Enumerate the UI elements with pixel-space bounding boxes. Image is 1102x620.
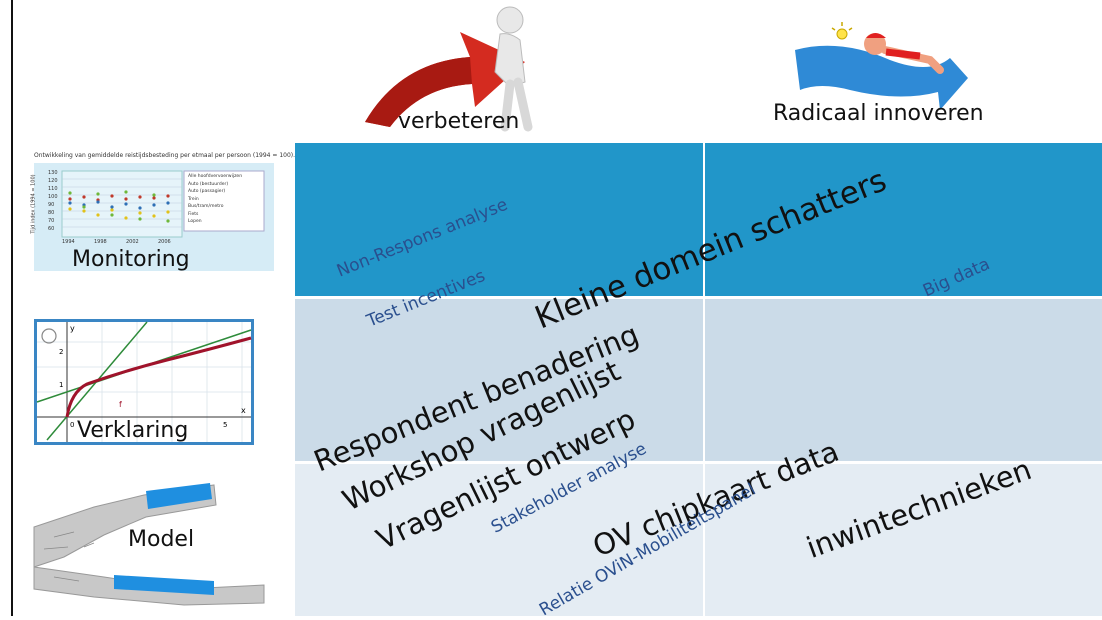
left-divider: [11, 0, 13, 616]
x-tick: 1994: [62, 239, 75, 245]
y-tick: 90: [48, 202, 55, 208]
column-header-verbeteren: verbeteren: [398, 109, 520, 134]
column-separator: [703, 143, 705, 616]
row-label-verklaring: Verklaring: [77, 418, 189, 443]
y-tick: 60: [48, 226, 55, 232]
y-tick: 80: [48, 210, 55, 216]
x-tick: 2002: [126, 239, 139, 245]
legend-item: Auto (passagier): [188, 189, 226, 194]
graph-curve-label: f: [119, 400, 122, 409]
y-tick: 100: [48, 194, 58, 200]
legend-item: Trein: [188, 196, 199, 202]
graph-tick-1: 1: [59, 381, 64, 389]
x-tick: 2006: [158, 239, 171, 245]
graph-tick-2: 2: [59, 348, 64, 356]
y-tick: 110: [48, 186, 58, 192]
legend-item: Auto (bestuurder): [188, 181, 229, 187]
legend-item: Lopen: [188, 219, 202, 224]
graph-tick-0: 0: [70, 421, 75, 429]
y-tick: 120: [48, 178, 58, 184]
column-header-radicaal-innoveren: Radicaal innoveren: [773, 101, 984, 126]
arrow-push-illustration: [360, 2, 560, 132]
verklaring-thumbnail: y x 2 1 0 5 f Verklaring: [34, 319, 254, 445]
row-label-monitoring: Monitoring: [72, 247, 190, 272]
legend-item: Alle hoofdvervoerwijzen: [188, 174, 243, 179]
row-separator-1: [295, 296, 1102, 299]
row-2-cell-right: [705, 299, 1102, 461]
row-1-cell-left: [295, 143, 703, 296]
row-label-model: Model: [128, 527, 195, 552]
monitoring-y-ticks: 130 120 110 100 90 80 70 60: [48, 169, 62, 233]
graph-tick-5: 5: [223, 421, 228, 429]
monitoring-y-axis-label: Tijd index (1994 = 100): [30, 174, 37, 234]
row-3-cell-left: [295, 464, 703, 616]
model-thumbnail: Model: [33, 477, 265, 607]
monitoring-thumbnail: 130 120 110 100 90 80 70 60 Tijd index (…: [30, 163, 274, 272]
swimmer-illustration: [790, 20, 970, 120]
row-separator-2: [295, 461, 1102, 464]
y-tick: 70: [48, 218, 55, 224]
legend-item: Bus/tram/metro: [188, 204, 224, 209]
monitoring-legend: Alle hoofdvervoerwijzen Auto (bestuurder…: [188, 173, 242, 226]
x-tick: 1998: [94, 239, 107, 245]
monitoring-chart-title: Ontwikkeling van gemiddelde reistijdsbes…: [34, 152, 296, 159]
graph-x-label: x: [241, 406, 246, 415]
row-3-cell-right: [705, 464, 1102, 616]
row-1-cell-right: [705, 143, 1102, 296]
graph-y-label: y: [70, 324, 75, 333]
row-2-cell-left: [295, 299, 703, 461]
y-tick: 130: [48, 170, 58, 176]
legend-item: Fiets: [188, 211, 199, 217]
